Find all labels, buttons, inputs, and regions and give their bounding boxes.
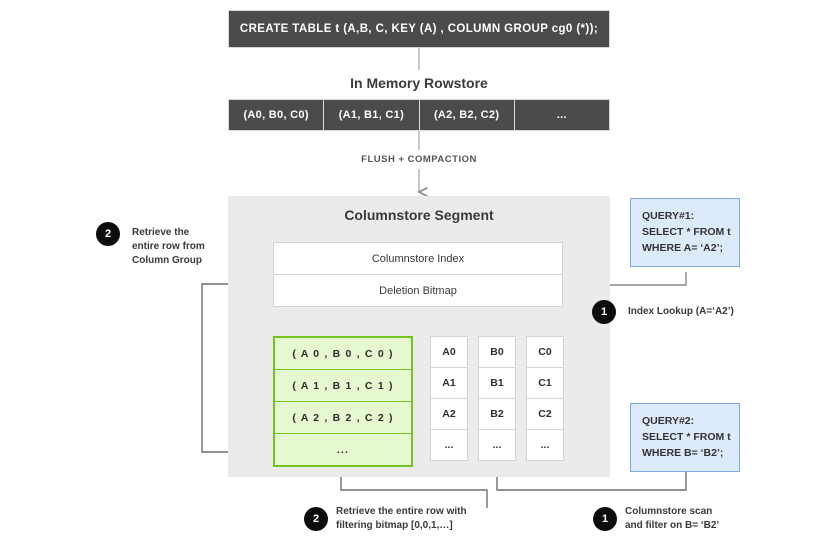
column-stack-b: B0 B1 B2 ...: [478, 336, 516, 461]
annotation-index-lookup: Index Lookup (A=‘A2’): [628, 306, 734, 317]
column-group-row: ( A 0 , B 0 , C 0 ): [275, 338, 411, 370]
annotation-line: entire row from: [132, 241, 205, 252]
column-cell: B2: [478, 398, 516, 430]
column-cell: C0: [526, 336, 564, 368]
column-cell: C2: [526, 398, 564, 430]
column-cell: ...: [478, 429, 516, 461]
query-2-line: QUERY#2:: [642, 415, 695, 427]
query-1-line: SELECT * FROM t: [642, 226, 731, 238]
column-cell: ...: [526, 429, 564, 461]
annotation-line: Retrieve the entire row with: [336, 506, 467, 517]
annotation-line: Column Group: [132, 255, 202, 266]
columnstore-index-row: Columnstore Index: [273, 242, 563, 275]
column-stack-c: C0 C1 C2 ...: [526, 336, 564, 461]
query-1-box: QUERY#1: SELECT * FROM t WHERE A= ‘A2’;: [630, 198, 740, 267]
segment-title: Columnstore Segment: [344, 207, 494, 223]
column-cell: B1: [478, 367, 516, 399]
annotation-retrieve-from-column-group: Retrieve the entire row from Column Grou…: [132, 226, 232, 268]
annotation-line: Columnstore scan: [625, 506, 713, 517]
column-group-row: ...: [336, 444, 350, 456]
query-2-line: SELECT * FROM t: [642, 431, 731, 443]
annotation-retrieve-with-bitmap: Retrieve the entire row with filtering b…: [336, 505, 496, 533]
query-1-line: WHERE A= ‘A2’;: [642, 242, 723, 254]
annotation-line: Retrieve the: [132, 227, 190, 238]
step-badge-1-index-lookup: 1: [592, 300, 616, 324]
ddl-text: CREATE TABLE t (A,B, C, KEY (A) , COLUMN…: [239, 23, 599, 35]
column-cell: A1: [430, 367, 468, 399]
query-2-line: WHERE B= ‘B2’;: [642, 447, 724, 459]
rowstore-title: In Memory Rowstore: [350, 75, 488, 91]
step-badge-2-bottom: 2: [304, 507, 328, 531]
column-group-table: ( A 0 , B 0 , C 0 ) ( A 1 , B 1 , C 1 ) …: [273, 336, 413, 467]
column-cell: C1: [526, 367, 564, 399]
step-badge-2-left: 2: [96, 222, 120, 246]
column-cell: ...: [430, 429, 468, 461]
column-stack-a: A0 A1 A2 ...: [430, 336, 468, 461]
column-group-row: ( A 1 , B 1 , C 1 ): [275, 370, 411, 402]
column-cell: A0: [430, 336, 468, 368]
query-1-line: QUERY#1:: [642, 210, 695, 222]
rowstore-cell: (A1, B1, C1): [323, 99, 420, 131]
deletion-bitmap-row: Deletion Bitmap: [273, 274, 563, 307]
segment-metadata-table: Columnstore Index Deletion Bitmap: [273, 242, 563, 309]
step-badge-1-bottom: 1: [593, 507, 617, 531]
rowstore-cell: (A2, B2, C2): [418, 99, 515, 131]
column-cell: A2: [430, 398, 468, 430]
rowstore-strip: (A0, B0, C0) (A1, B1, C1) (A2, B2, C2) .…: [228, 99, 610, 131]
create-table-statement: CREATE TABLE t (A,B, C, KEY (A) , COLUMN…: [228, 10, 610, 48]
query-2-box: QUERY#2: SELECT * FROM t WHERE B= ‘B2’;: [630, 403, 740, 472]
column-cell: B0: [478, 336, 516, 368]
annotation-line: and filter on B= ‘B2’: [625, 520, 720, 531]
rowstore-cell: (A0, B0, C0): [228, 99, 325, 131]
column-group-row: ( A 2 , B 2 , C 2 ): [275, 402, 411, 434]
flush-compaction-label: FLUSH + COMPACTION: [361, 154, 477, 165]
annotation-line: filtering bitmap [0,0,1,…]: [336, 520, 453, 531]
rowstore-cell: ...: [513, 99, 610, 131]
annotation-columnstore-scan: Columnstore scan and filter on B= ‘B2’: [625, 505, 765, 533]
